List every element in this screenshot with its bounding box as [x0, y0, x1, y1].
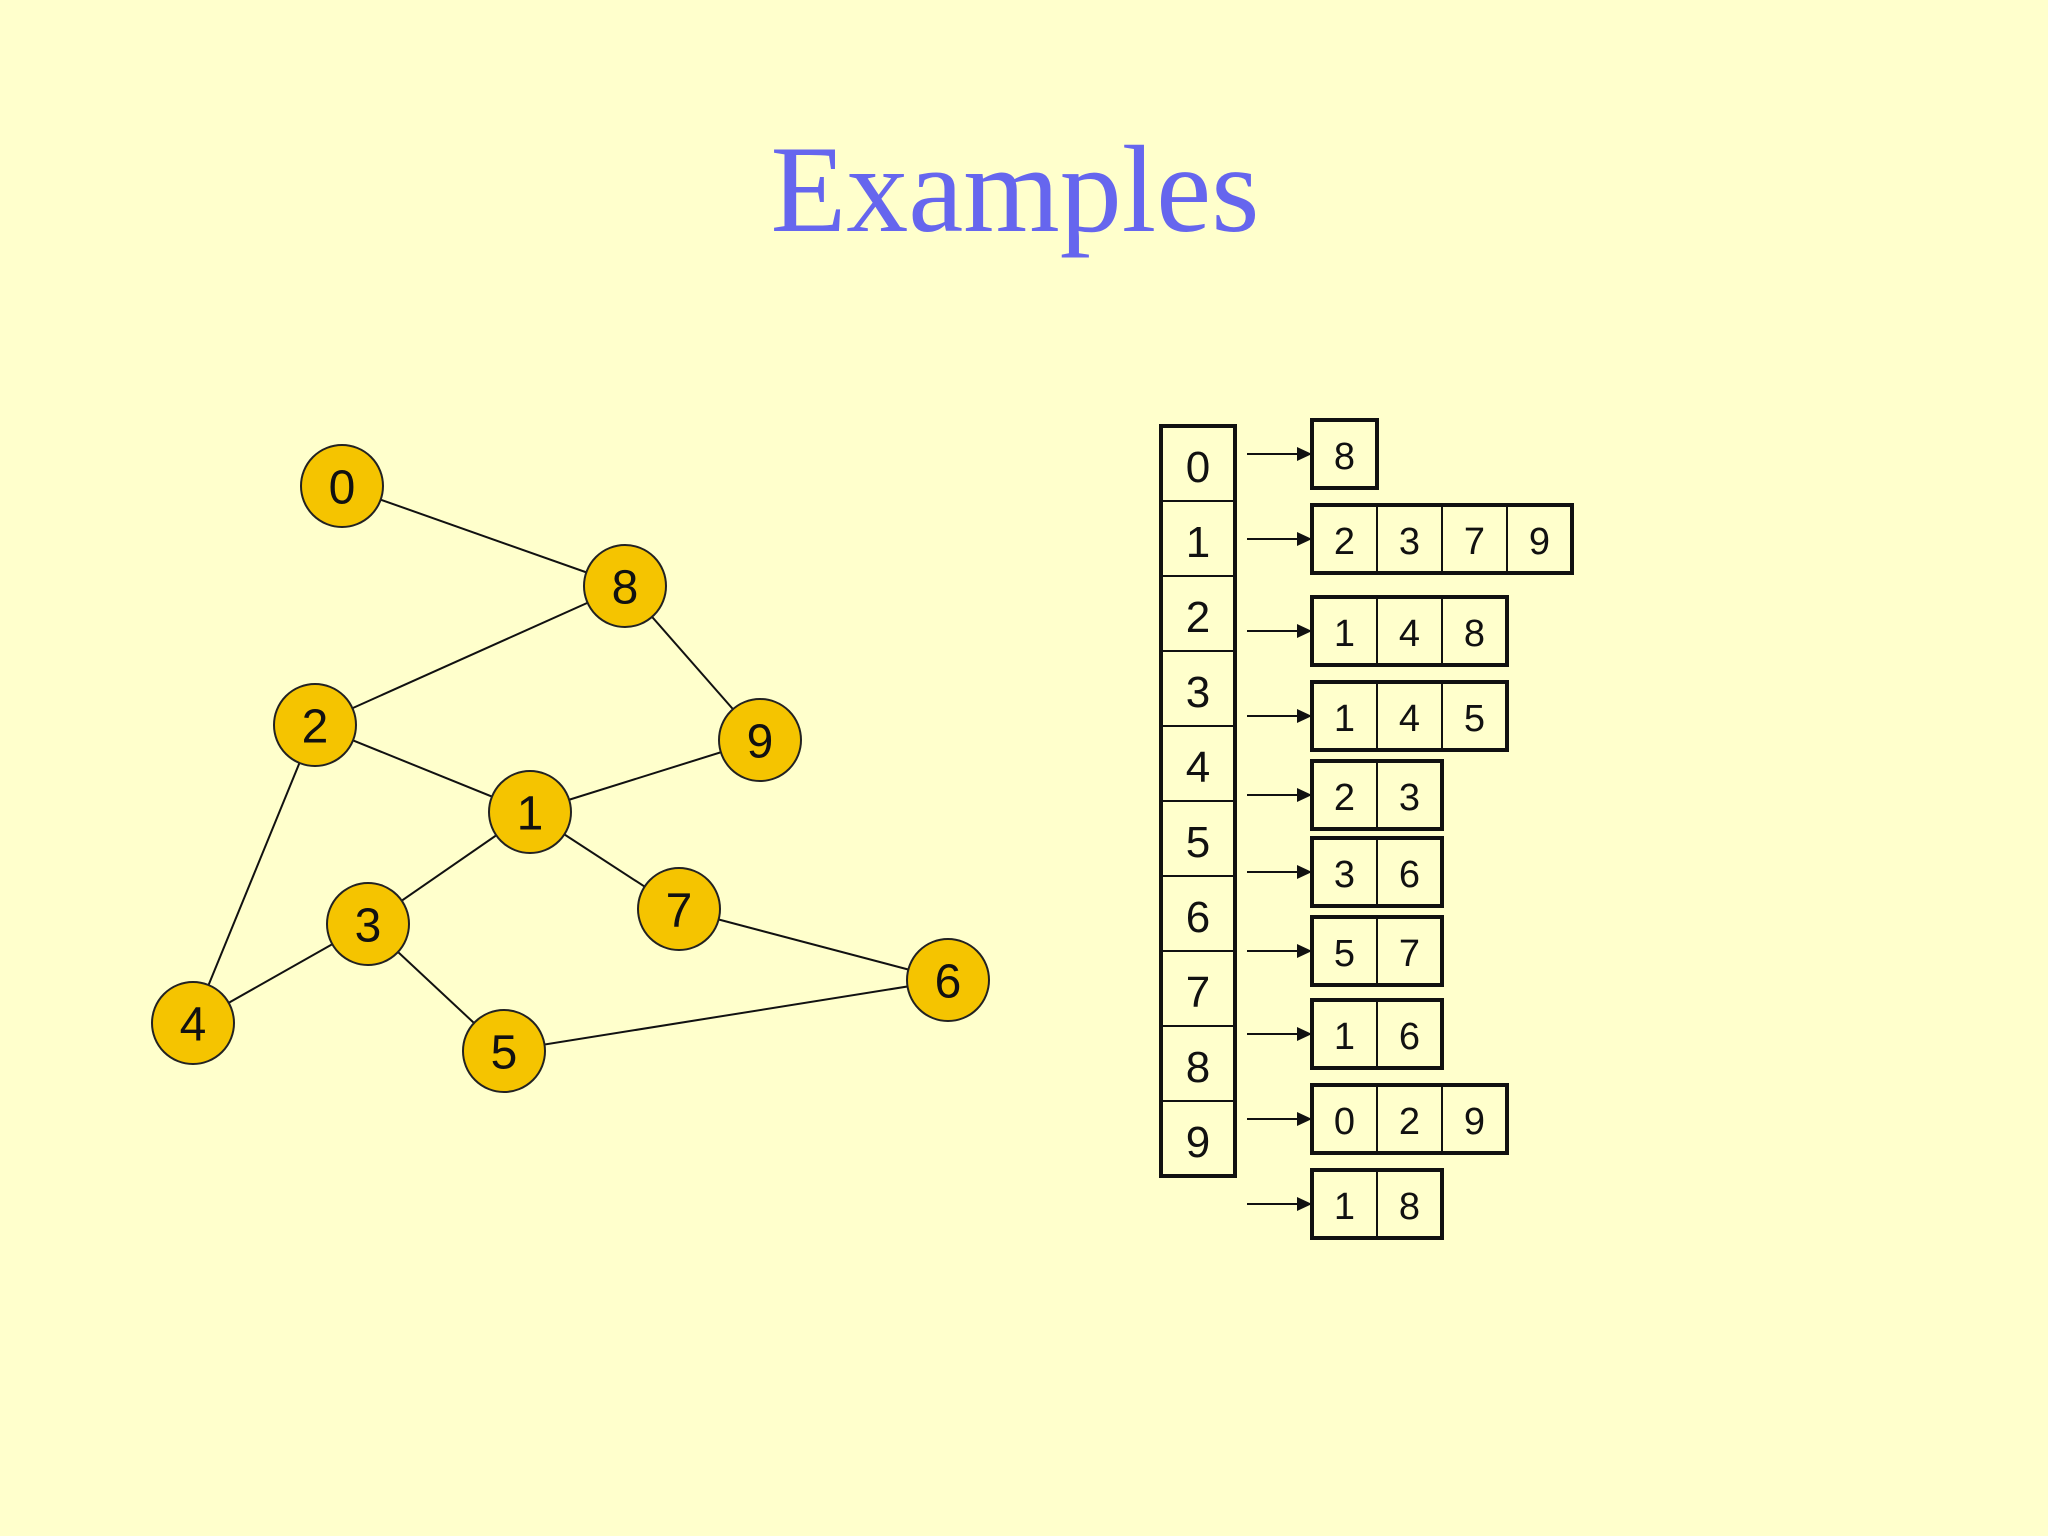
list-cell-value: 8: [1464, 613, 1485, 655]
list-cell-value: 7: [1464, 521, 1485, 563]
arrowhead-icon: [1297, 624, 1312, 638]
graph-node-1: 1: [488, 770, 572, 854]
index-cell-8: 8: [1186, 1043, 1210, 1092]
index-cell-2: 2: [1186, 593, 1210, 642]
list-cell-value: 3: [1399, 777, 1420, 819]
list-cell-value: 5: [1334, 933, 1355, 975]
list-cell-value: 2: [1399, 1101, 1420, 1143]
arrowhead-icon: [1297, 788, 1312, 802]
list-cell-value: 1: [1334, 698, 1355, 740]
graph-node-circle: [151, 981, 235, 1065]
list-cell-value: 8: [1399, 1186, 1420, 1228]
list-cell-value: 6: [1399, 1016, 1420, 1058]
graph-node-label: 0: [329, 462, 356, 515]
adjacency-list-row-0: 8: [1247, 418, 1379, 490]
graph-node-6: 6: [906, 938, 990, 1022]
list-cell-value: 5: [1464, 698, 1485, 740]
arrowhead-icon: [1297, 1027, 1312, 1041]
list-cell-value: 3: [1334, 854, 1355, 896]
graph-node-label: 6: [935, 956, 962, 1009]
graph-node-circle: [273, 683, 357, 767]
list-node-border: [1310, 418, 1379, 490]
list-cell-value: 9: [1464, 1101, 1485, 1143]
graph-node-label: 8: [612, 562, 639, 615]
index-cell-3: 3: [1186, 668, 1210, 717]
graph-node-7: 7: [637, 867, 721, 951]
graph-node-label: 9: [747, 716, 774, 769]
index-cell-9: 9: [1186, 1118, 1210, 1167]
index-cell-5: 5: [1186, 818, 1210, 867]
graph-node-circle: [326, 882, 410, 966]
list-cell-value: 7: [1399, 933, 1420, 975]
adjacency-index-array: 0 1 2 3 4 5 6 7 8 9: [1159, 424, 1237, 1178]
graph-node-9: 9: [718, 698, 802, 782]
arrowhead-icon: [1297, 865, 1312, 879]
arrowhead-icon: [1297, 944, 1312, 958]
list-cell-value: 3: [1399, 521, 1420, 563]
graph-node-3: 3: [326, 882, 410, 966]
list-cell-value: 2: [1334, 777, 1355, 819]
graph-node-circle: [906, 938, 990, 1022]
graph-node-label: 2: [302, 701, 329, 754]
graph-node-label: 1: [517, 788, 544, 841]
list-node-border: [1310, 1083, 1509, 1155]
list-cell-value: 1: [1334, 613, 1355, 655]
graph-node-label: 3: [355, 900, 382, 953]
graph-node-label: 5: [491, 1027, 518, 1080]
graph-nodes: 0 1 2 3 4 5 6 7 8 9: [151, 444, 990, 1093]
list-cell-value: 4: [1399, 613, 1420, 655]
arrowhead-icon: [1297, 532, 1312, 546]
graph-node-circle: [637, 867, 721, 951]
graph-node-label: 4: [180, 999, 207, 1052]
list-cell-value: 1: [1334, 1186, 1355, 1228]
list-cell-value: 2: [1334, 521, 1355, 563]
adjacency-list-row-1: 2 3 7 9: [1247, 503, 1574, 575]
graph-node-label: 7: [666, 885, 693, 938]
list-cell-value: 4: [1399, 698, 1420, 740]
index-cell-0: 0: [1186, 443, 1210, 492]
graph-node-circle: [488, 770, 572, 854]
index-cell-4: 4: [1186, 743, 1210, 792]
graph-node-8: 8: [583, 544, 667, 628]
graph-node-4: 4: [151, 981, 235, 1065]
slide-title: Examples: [770, 121, 1260, 258]
list-node-border: [1310, 680, 1509, 752]
adjacency-list-row-2: 1 4 8: [1247, 595, 1509, 667]
list-cell-value: 0: [1334, 1101, 1355, 1143]
graph-edges: [192, 485, 949, 1052]
arrowhead-icon: [1297, 447, 1312, 461]
graph-node-0: 0: [300, 444, 384, 528]
index-cell-7: 7: [1186, 968, 1210, 1017]
list-cell-value: 9: [1529, 521, 1550, 563]
graph-node-circle: [300, 444, 384, 528]
index-cell-6: 6: [1186, 893, 1210, 942]
graph-node-circle: [718, 698, 802, 782]
list-cell-value: 6: [1399, 854, 1420, 896]
graph-node-5: 5: [462, 1009, 546, 1093]
graph-edge-7-6: [678, 908, 949, 981]
arrowhead-icon: [1297, 1197, 1312, 1211]
list-node-border: [1310, 595, 1509, 667]
graph-edge-5-6: [503, 979, 949, 1052]
graph-edge-0-8: [341, 485, 626, 587]
arrowhead-icon: [1297, 1112, 1312, 1126]
index-cell-1: 1: [1186, 518, 1210, 567]
graph-edge-2-4: [192, 724, 316, 1024]
graph-node-circle: [583, 544, 667, 628]
arrowhead-icon: [1297, 709, 1312, 723]
adjacency-list-row-8: 0 2 9: [1247, 1083, 1509, 1155]
adjacency-list-row-3: 1 4 5: [1247, 680, 1509, 752]
list-cell-value: 1: [1334, 1016, 1355, 1058]
graph-node-2: 2: [273, 683, 357, 767]
list-cell-value: 8: [1334, 436, 1355, 478]
graph-node-circle: [462, 1009, 546, 1093]
graph-edge-8-2: [314, 585, 626, 726]
